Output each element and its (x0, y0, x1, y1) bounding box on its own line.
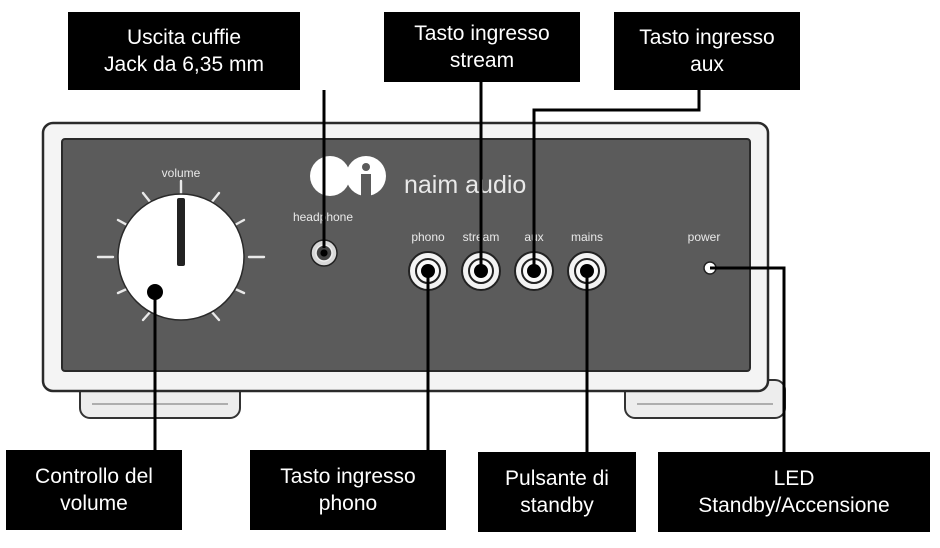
callout-stream-button-line1: Tasto ingresso (414, 22, 550, 45)
callout-standby-button-line2: standby (520, 494, 594, 517)
leader-led (710, 266, 786, 452)
callout-headphone-out: Uscita cuffie Jack da 6,35 mm (68, 12, 300, 90)
callout-stream-button-line2: stream (449, 49, 515, 72)
callout-phono-button-line1: Tasto ingresso (280, 465, 416, 488)
callout-aux-button-line1: Tasto ingresso (639, 26, 775, 49)
callout-headphone-out-line1: Uscita cuffie (127, 26, 241, 49)
callout-power-led: LED Standby/Accensione (658, 452, 930, 532)
brand-text: naim audio (404, 171, 526, 199)
mains-label: mains (571, 230, 603, 244)
callout-volume-control-line1: Controllo del (35, 465, 153, 488)
callout-standby-button: Pulsante di standby (478, 452, 636, 532)
callout-standby-button-line1: Pulsante di (505, 467, 609, 490)
leader-end-dots (320, 249, 594, 278)
power-label: power (688, 230, 721, 244)
volume-label: volume (162, 166, 201, 180)
callout-aux-button: Tasto ingresso aux (614, 12, 800, 90)
callout-aux-button-line2: aux (690, 53, 724, 76)
callout-stream-button: Tasto ingresso stream (384, 12, 580, 82)
callout-phono-button: Tasto ingresso phono (250, 450, 446, 530)
volume-knob-indicator (177, 198, 185, 266)
callout-headphone-out-line2: Jack da 6,35 mm (104, 53, 264, 76)
leader-aux (532, 90, 701, 271)
leader-lines (153, 82, 786, 452)
callout-volume-control-line2: volume (60, 492, 128, 515)
callout-volume-control: Controllo del volume (6, 450, 182, 530)
front-panel (61, 138, 751, 372)
phono-label: phono (411, 230, 445, 244)
callout-phono-button-line2: phono (318, 492, 378, 515)
callout-power-led-line2: Standby/Accensione (698, 494, 890, 517)
naim-logo-icon (310, 156, 386, 197)
callout-power-led-line1: LED (773, 467, 815, 490)
